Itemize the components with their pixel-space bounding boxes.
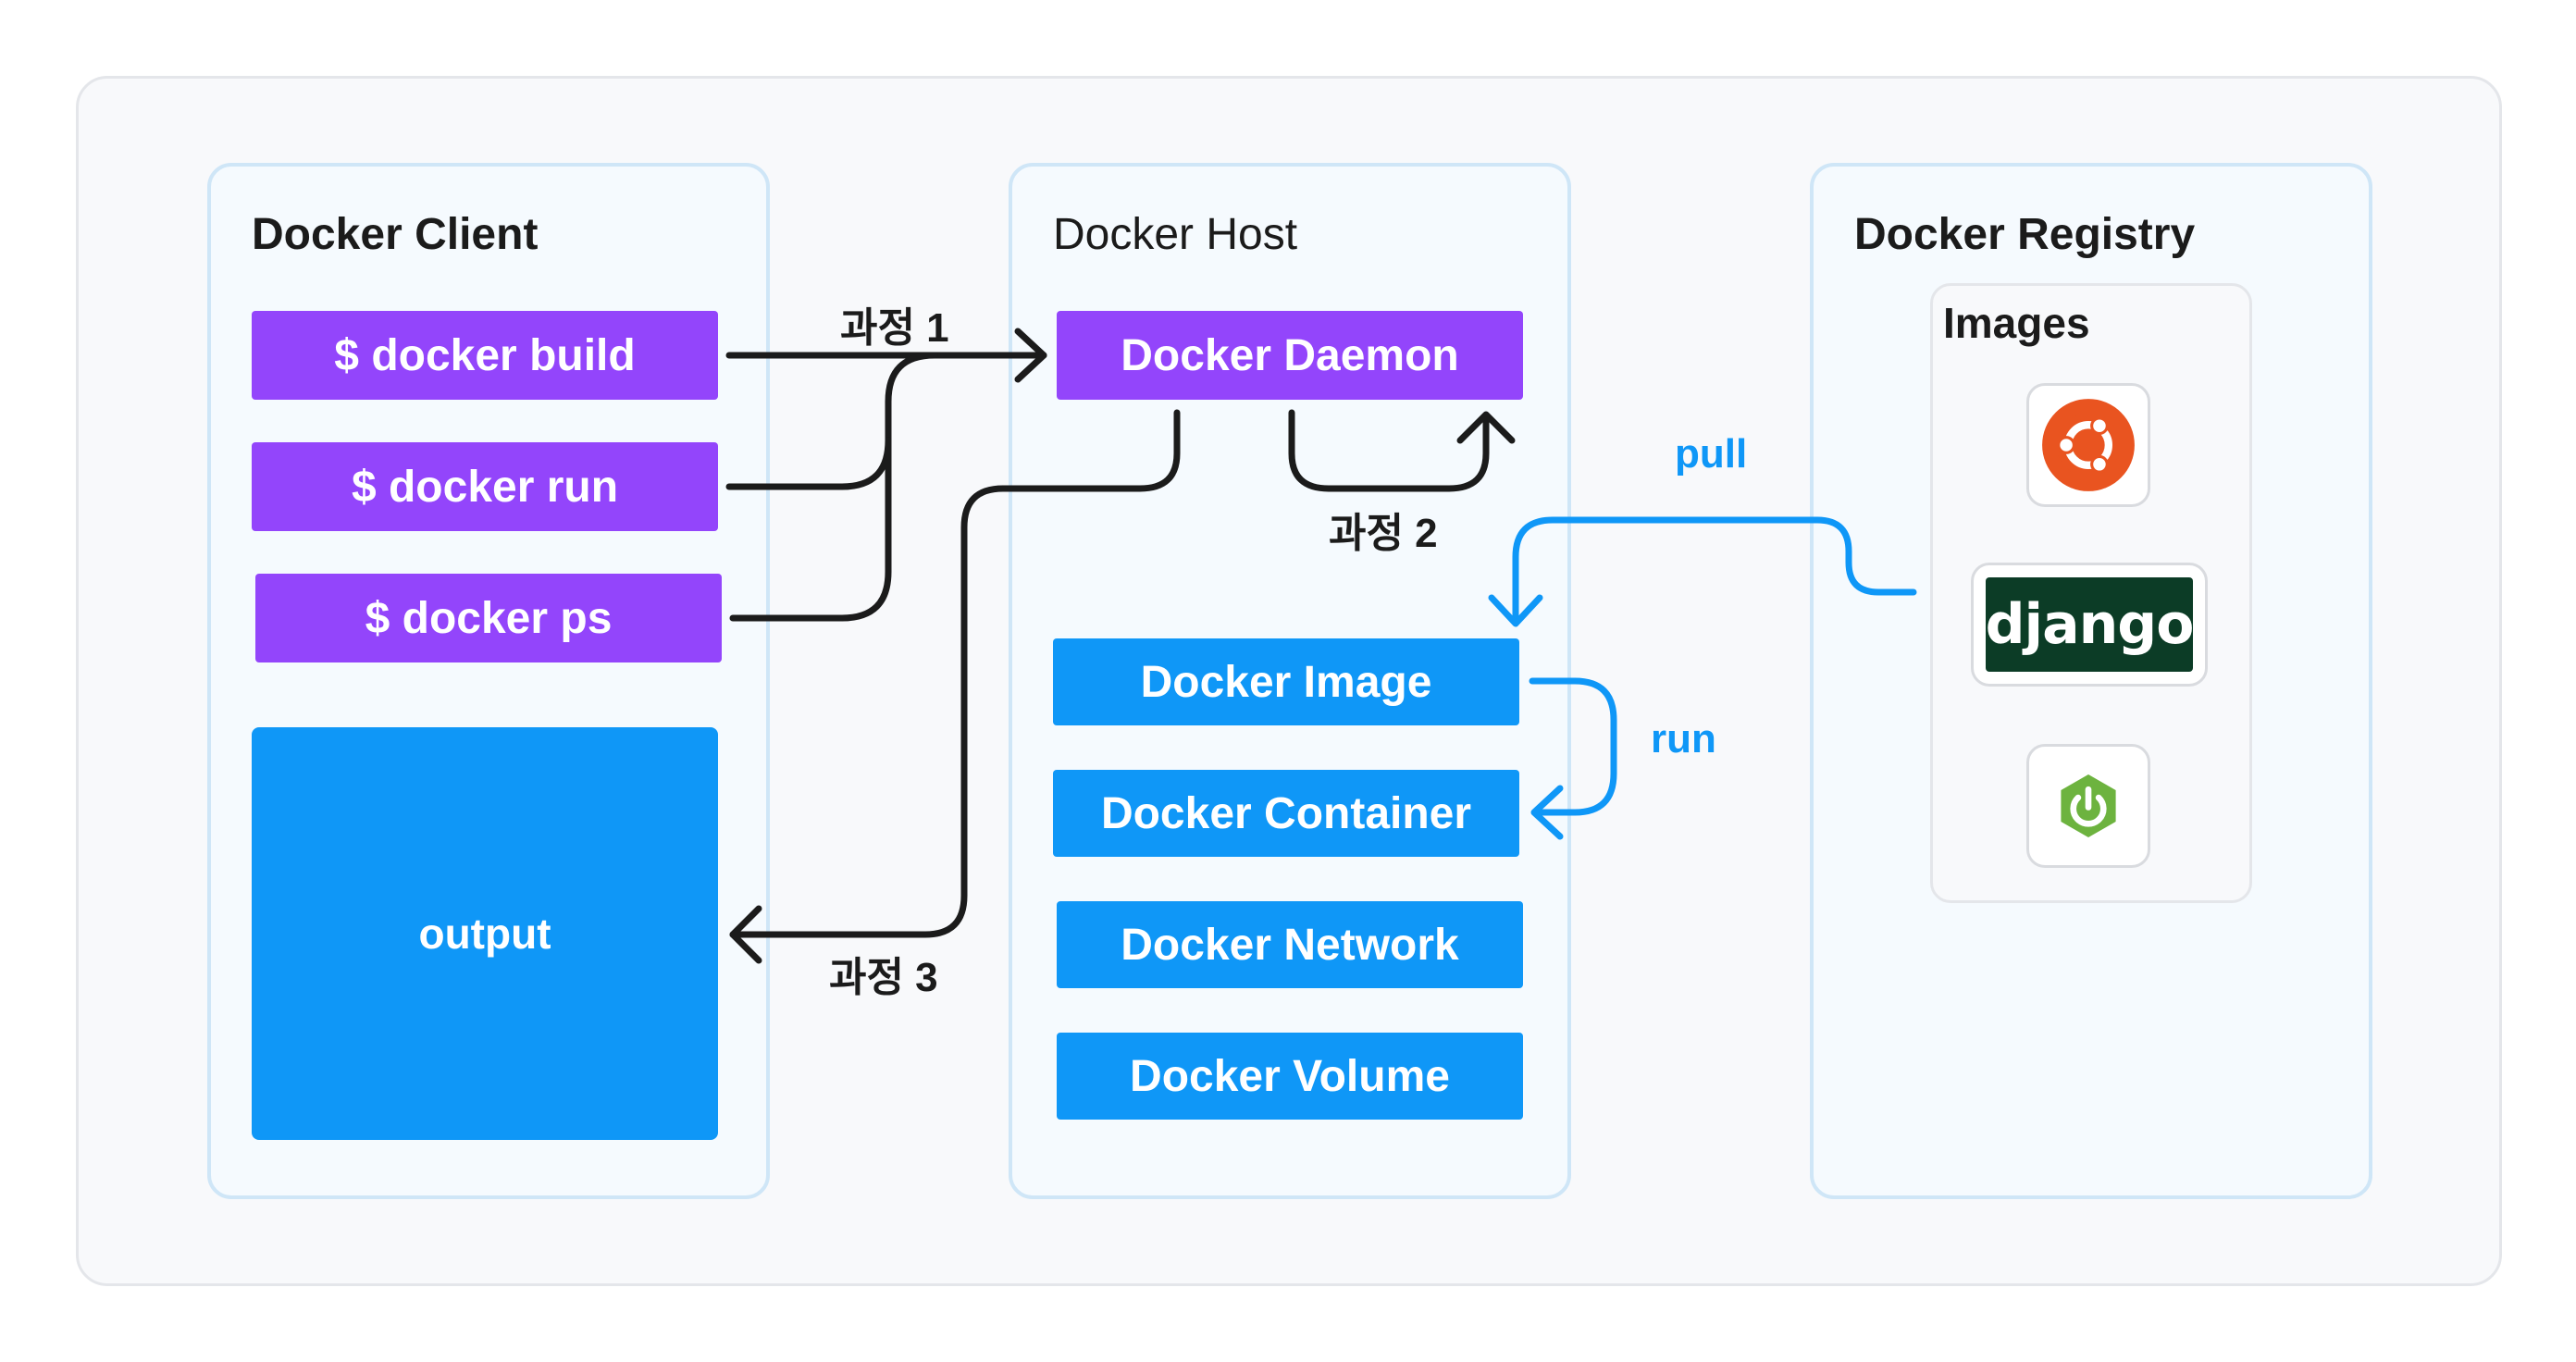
spring-image-tile [2026,744,2150,868]
pull-arrow [1512,516,1917,625]
docker-daemon-box: Docker Daemon [1057,311,1523,400]
ubuntu-image-tile [2026,383,2150,507]
docker-network-box: Docker Network [1057,901,1523,988]
django-logo: django [1986,577,2194,672]
output-box: output [252,727,718,1140]
step3-arrowhead [729,905,762,964]
step2-label: 과정 2 [1329,511,1438,556]
docker-container-box: Docker Container [1053,770,1519,857]
docker-build-command: $ docker build [252,311,718,400]
run-connector [725,352,938,490]
step2-arrow [1288,409,1490,492]
run-label: run [1651,716,1716,761]
step1-arrowhead [1014,328,1047,383]
images-title: Images [1943,299,2090,347]
pull-arrowhead [1488,594,1543,627]
docker-client-title: Docker Client [252,210,539,259]
run-arrowhead [1530,785,1564,840]
docker-image-box: Docker Image [1053,638,1519,725]
docker-ps-command: $ docker ps [255,574,722,662]
ps-connector [729,437,892,622]
step2-arrowhead [1456,411,1516,444]
ubuntu-logo-icon [2042,399,2135,491]
step3-label: 과정 3 [829,955,938,1000]
pull-label: pull [1675,431,1748,477]
docker-registry-title: Docker Registry [1854,210,2196,259]
django-image-tile: django [1971,563,2208,687]
docker-volume-box: Docker Volume [1057,1033,1523,1120]
run-arrow [1529,677,1617,816]
step3-arrow [729,409,1181,938]
step1-label: 과정 1 [840,305,949,351]
docker-host-title: Docker Host [1053,210,1298,259]
spring-logo-icon [2061,774,2116,838]
docker-run-command: $ docker run [252,442,718,531]
